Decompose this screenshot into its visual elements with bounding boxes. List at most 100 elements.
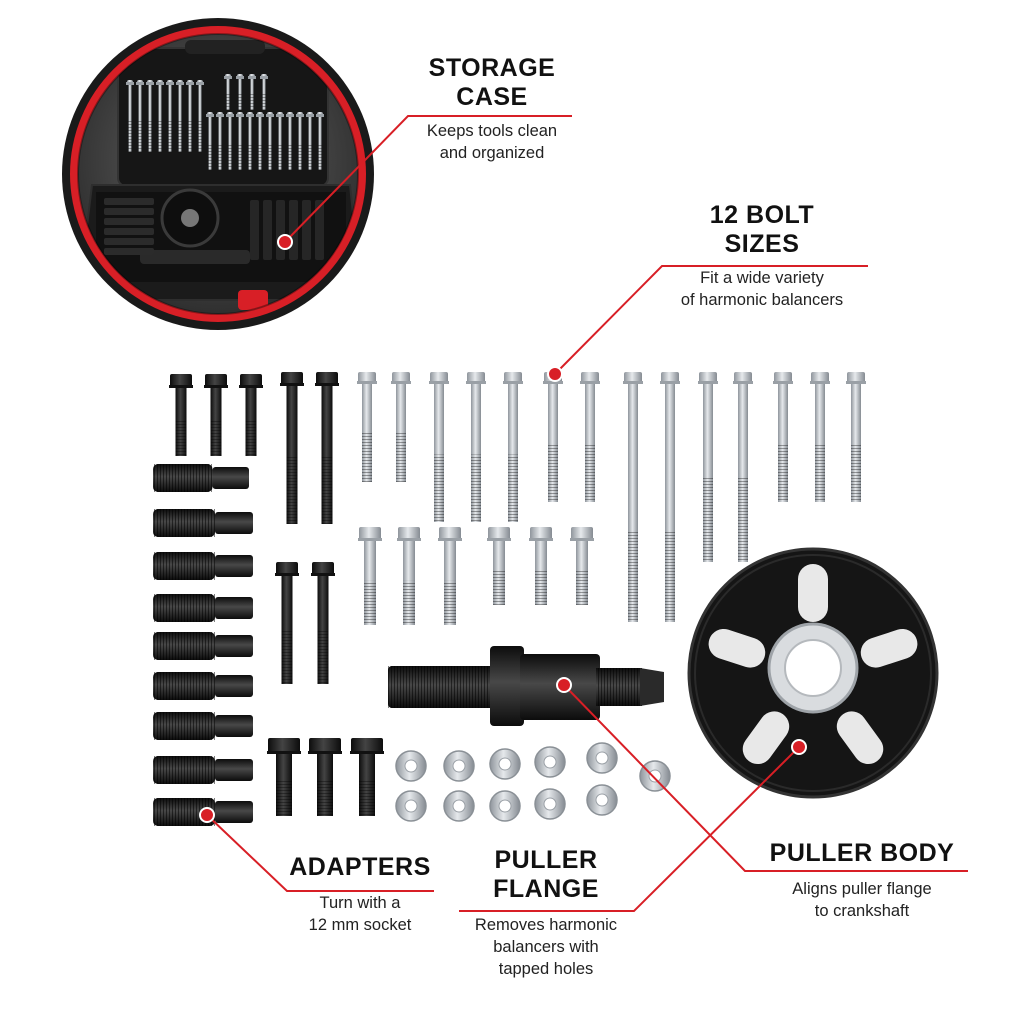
adapter-icon (153, 798, 253, 826)
leader-bolts (554, 265, 868, 375)
adapter-icon (153, 672, 253, 700)
callout-title: FLANGE (493, 875, 599, 903)
bolt-icon (503, 372, 523, 522)
callout-desc: Turn with a (319, 894, 401, 912)
callout-title: PULLER BODY (769, 839, 955, 867)
adapter-icon (153, 552, 253, 580)
adapter-icon (153, 632, 253, 660)
callout-leaders (206, 115, 968, 912)
washer-icon (586, 784, 618, 816)
washer-icon (395, 790, 427, 822)
silver-bolts-group (357, 372, 866, 625)
washer-icon (443, 750, 475, 782)
bolt-icon (239, 374, 263, 456)
callout-title: SIZES (724, 230, 800, 258)
adapter-icon (153, 509, 253, 537)
callout-dot-icon (199, 807, 215, 823)
bolt-icon (733, 372, 753, 562)
callout-bolt-sizes: 12 BOLT SIZES Fit a wide variety of harm… (652, 201, 872, 311)
callout-dot-icon (791, 739, 807, 755)
callout-title: ADAPTERS (289, 853, 431, 881)
case-lid-bolts (126, 74, 324, 170)
washer-icon (534, 746, 566, 778)
adapter-icon (153, 464, 249, 492)
bolt-icon (773, 372, 793, 502)
bolt-icon (276, 112, 284, 170)
bolt-icon (236, 74, 244, 110)
bolt-icon (126, 80, 134, 152)
callout-title: STORAGE (428, 54, 556, 82)
washer-icon (586, 742, 618, 774)
bolt-icon (248, 74, 256, 110)
washer-icon (443, 790, 475, 822)
bolt-icon (296, 112, 304, 170)
leader-body (563, 684, 968, 872)
callout-title: 12 BOLT (709, 201, 815, 229)
leader-flange (459, 746, 800, 912)
storage-case-image (62, 18, 374, 330)
bolt-icon (204, 374, 228, 456)
adapter-icon (153, 594, 253, 622)
callout-puller-body: PULLER BODY Aligns puller flange to cran… (752, 839, 972, 922)
adapter-icon (153, 712, 253, 740)
bolt-icon (286, 112, 294, 170)
short-black-bolts-group (267, 738, 384, 816)
bolt-icon (429, 372, 449, 522)
case-flange (140, 250, 250, 264)
case-handle (185, 40, 265, 54)
bolt-icon (438, 527, 462, 625)
leader-storage (284, 115, 572, 243)
bolt-icon (660, 372, 680, 622)
bolt-icon (698, 372, 718, 562)
bolt-icon (169, 374, 193, 456)
bolt-icon (308, 738, 342, 816)
puller-flange-icon (388, 646, 664, 726)
callout-desc: and organized (439, 144, 545, 162)
callout-dot-icon (547, 366, 563, 382)
callout-desc: Removes harmonic (474, 916, 618, 934)
case-base-items (104, 198, 324, 260)
callout-title: CASE (456, 83, 528, 111)
bolt-icon (136, 80, 144, 152)
bolt-icon (166, 80, 174, 152)
callout-puller-flange: PULLER FLANGE Removes harmonic balancers… (455, 846, 637, 980)
bolt-icon (275, 562, 299, 684)
callout-desc: tapped holes (498, 960, 594, 978)
callout-desc: of harmonic balancers (680, 291, 844, 309)
bolt-icon (397, 527, 421, 625)
bolt-icon (487, 527, 511, 605)
bolt-icon (570, 527, 594, 605)
bolt-icon (350, 738, 384, 816)
bolt-icon (224, 74, 232, 110)
callout-dots (199, 234, 807, 823)
washer-icon (395, 750, 427, 782)
callout-dot-icon (277, 234, 293, 250)
bolt-icon (623, 372, 643, 622)
bolt-icon (226, 112, 234, 170)
washer-icon (489, 790, 521, 822)
puller-body-icon (687, 547, 939, 799)
bolt-icon (206, 112, 214, 170)
bolt-icon (256, 112, 264, 170)
callout-desc: 12 mm socket (308, 916, 412, 934)
bolt-icon (216, 112, 224, 170)
washer-icon (489, 748, 521, 780)
bolt-icon (280, 372, 304, 524)
callout-adapters: ADAPTERS Turn with a 12 mm socket (280, 853, 440, 936)
callout-desc: balancers with (493, 938, 599, 956)
adapter-icon (153, 756, 253, 784)
bolt-icon (543, 372, 563, 502)
bolt-icon (186, 80, 194, 152)
adapters-group (153, 464, 253, 826)
bolt-icon (846, 372, 866, 502)
callout-dot-icon (556, 677, 572, 693)
bolt-icon (357, 372, 377, 482)
bolt-icon (316, 112, 324, 170)
bolt-icon (315, 372, 339, 524)
washer-icon (639, 760, 671, 792)
bolt-icon (266, 112, 274, 170)
bolt-icon (267, 738, 301, 816)
bolt-icon (580, 372, 600, 502)
callout-title: PULLER (494, 846, 598, 874)
